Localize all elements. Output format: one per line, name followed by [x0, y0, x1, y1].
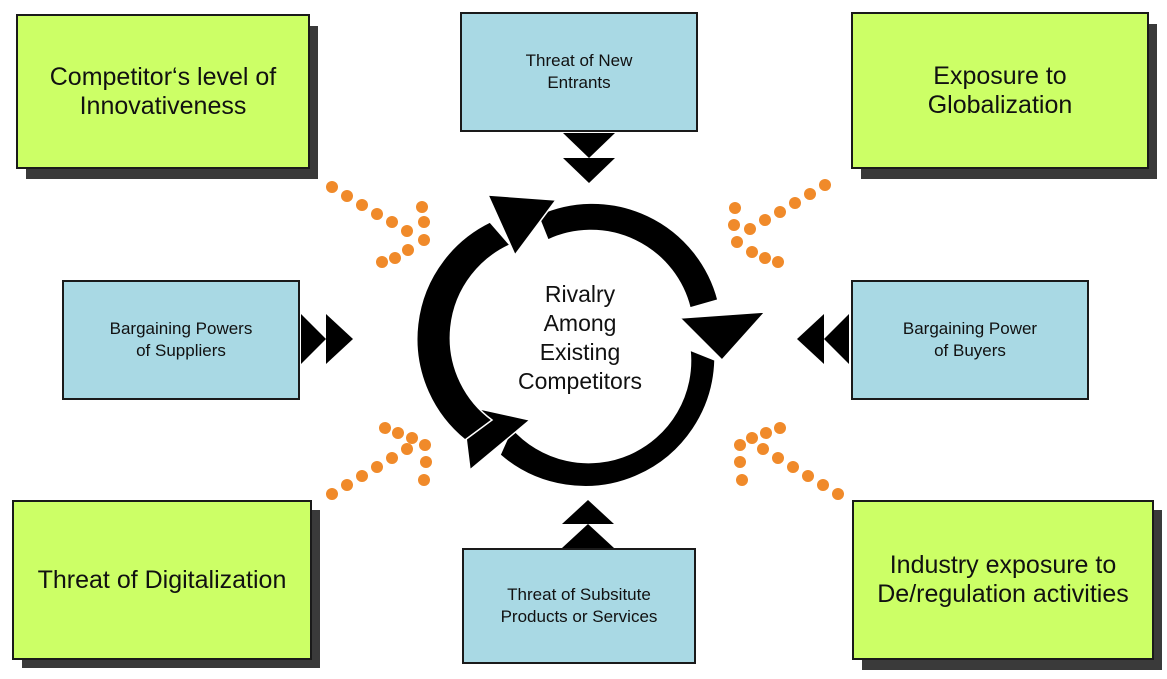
- dots-top-left: [326, 181, 430, 268]
- new-entrants-arrow: [563, 133, 615, 183]
- new-entrants-label: Threat of New Entrants: [525, 51, 633, 92]
- buyers-box: Bargaining Power of Buyers: [851, 280, 1089, 400]
- suppliers-label: Bargaining Powers of Suppliers: [109, 319, 253, 360]
- suppliers-box: Bargaining Powers of Suppliers: [62, 280, 300, 400]
- digitalization-label: Threat of Digitalization: [37, 565, 287, 594]
- globalization-label: Exposure to Globalization: [927, 61, 1073, 119]
- regulation-box: Industry exposure to De/regulation activ…: [852, 500, 1154, 660]
- substitutes-box: Threat of Subsitute Products or Services: [462, 548, 696, 664]
- suppliers-arrow: [301, 314, 353, 364]
- new-entrants-box: Threat of New Entrants: [460, 12, 698, 132]
- dots-bottom-right: [734, 422, 844, 500]
- rivalry-label: Rivalry Among Existing Competitors: [518, 281, 642, 394]
- substitutes-label: Threat of Subsitute Products or Services: [500, 585, 658, 626]
- buyers-arrow: [797, 314, 849, 364]
- rivalry-cycle-arrows: [416, 194, 767, 488]
- substitutes-arrow: [562, 500, 614, 548]
- innovativeness-label: Competitor‘s level of Innovativeness: [49, 62, 277, 120]
- regulation-label: Industry exposure to De/regulation activ…: [877, 551, 1129, 608]
- globalization-box: Exposure to Globalization: [851, 12, 1149, 169]
- innovativeness-box: Competitor‘s level of Innovativeness: [16, 14, 310, 169]
- dots-top-right: [728, 179, 831, 268]
- digitalization-box: Threat of Digitalization: [12, 500, 312, 660]
- dots-bottom-left: [326, 422, 432, 500]
- buyers-label: Bargaining Power of Buyers: [902, 319, 1038, 360]
